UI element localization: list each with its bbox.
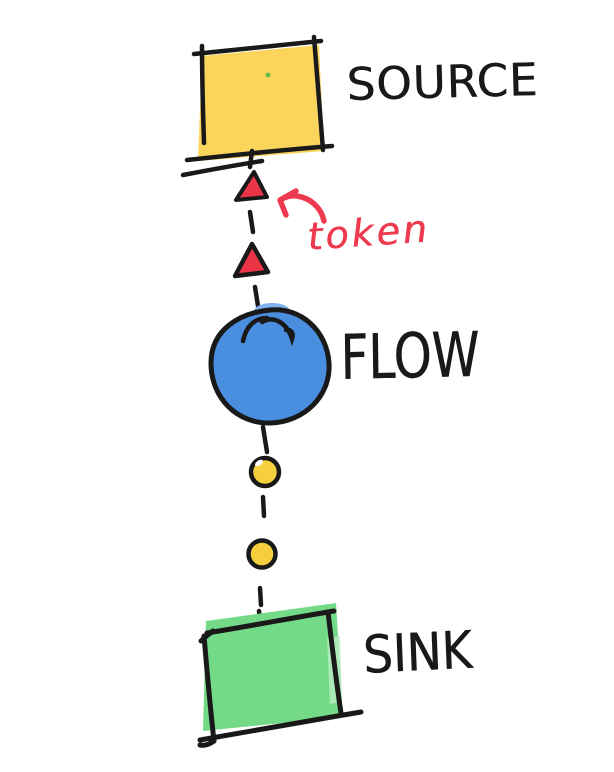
sink-outline-flick-top [198,628,216,644]
source-node-label: SOURCE [345,52,540,111]
source-outline-right [311,34,326,153]
flow-node-label: FLOW [339,317,480,394]
flow-node-outline [208,307,332,426]
source-outline-bottom [184,143,335,163]
source-outline-top [191,38,324,57]
sink-outline-right [325,609,344,716]
token-circle-1-notch [255,459,263,467]
flow-node-inner-arcs [240,315,295,347]
source-outline-bottom-2 [180,158,265,178]
sink-outline-flick-bottom [197,738,217,748]
source-node-outline [180,34,335,178]
token-triangle-1 [234,170,269,202]
token-triangle-2 [232,241,271,279]
sink-node-fill [203,603,343,731]
sink-outline-left [201,633,217,744]
token-annotation-arrow-icon [277,188,327,224]
sink-node-label: SINK [361,620,474,686]
token-circle-2 [246,538,278,570]
sink-node-outline [197,608,364,748]
token-circle-1 [248,455,282,489]
sink-outline-top [204,608,337,636]
source-node-fill [198,45,324,161]
flow-node-fill [212,310,328,422]
source-outline-left [199,43,207,146]
source-speck-dot [265,72,271,78]
dashed-connector-line [247,148,270,634]
token-annotation-label: token [305,206,432,259]
sink-outline-bottom [197,709,364,743]
